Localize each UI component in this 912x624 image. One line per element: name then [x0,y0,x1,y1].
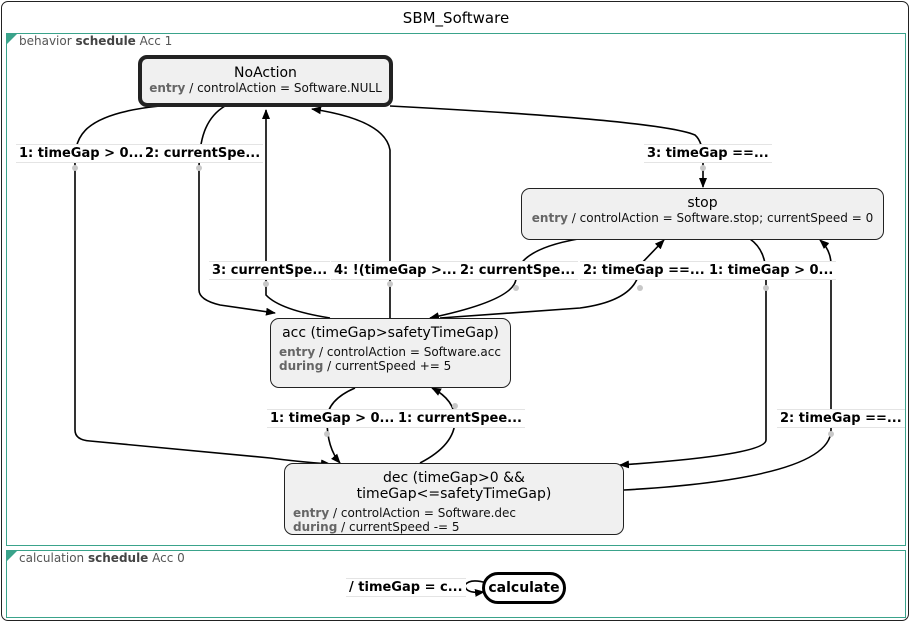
state-name: stop [687,195,718,211]
edge-anchor-dot [387,281,393,287]
edge-noaction-acc [198,105,276,316]
state-name: dec (timeGap>0 && timeGap<=safetyTimeGap… [356,470,552,502]
state-name: acc (timeGap>safetyTimeGap) [282,325,499,341]
edge-anchor-dot [196,165,202,171]
state-stop[interactable]: stop entry / controlAction = Software.st… [521,188,884,240]
edge-stop-dec [619,238,767,469]
diagram-title: SBM_Software [402,9,510,27]
state-entry-action: entry / controlAction = Software.stop; c… [531,211,874,225]
edge-acc-stop [439,239,665,319]
transition-label[interactable]: 2: timeGap ==... [777,409,905,428]
transition-label[interactable]: 1: currentSpee... [395,409,525,428]
transition-label[interactable]: 3: currentSpe... [209,261,331,280]
state-entry-action: entry / controlAction = Software.NULL [149,81,382,95]
state-dec[interactable]: dec (timeGap>0 && timeGap<=safetyTimeGap… [284,463,624,535]
transition-label[interactable]: 1: timeGap > 0... [267,409,398,428]
state-during-action: during / currentSpeed -= 5 [293,520,460,534]
edge-anchor-dot [324,431,330,437]
edge-anchor-dot [263,281,269,287]
state-noaction[interactable]: NoAction entry / controlAction = Softwar… [138,55,393,107]
edge-anchor-dot [72,165,78,171]
edge-anchor-dot [452,403,458,409]
transition-label[interactable]: / timeGap = c... [346,578,466,597]
behavior-region-label: behavior schedule Acc 1 [19,34,173,48]
calculation-region: calculation schedule Acc 0 [6,550,906,618]
collapse-triangle-icon[interactable] [7,551,17,561]
state-during-action: during / currentSpeed += 5 [279,359,452,373]
edge-anchor-dot [513,285,519,291]
state-acc[interactable]: acc (timeGap>safetyTimeGap) entry / cont… [270,318,511,388]
edge-anchor-dot [700,165,706,171]
state-entry-action: entry / controlAction = Software.dec [293,506,517,520]
transition-label[interactable]: 2: timeGap ==... [580,261,708,280]
state-calculate[interactable]: calculate [482,572,566,604]
edge-anchor-dot [828,431,834,437]
transition-label[interactable]: 1: timeGap > 0... [16,144,147,163]
behavior-region: behavior schedule Acc 1 [6,33,906,546]
transition-label[interactable]: 1: timeGap > 0... [706,261,837,280]
state-entry-action: entry / controlAction = Software.acc [279,345,501,359]
edge-acc-noaction-4 [311,106,391,318]
edge-dec-stop [623,239,832,491]
edge-anchor-dot [637,285,643,291]
calculation-region-label: calculation schedule Acc 0 [19,551,185,565]
transition-label[interactable]: 2: currentSpe... [457,261,579,280]
transition-label[interactable]: 3: timeGap ==... [644,144,772,163]
collapse-triangle-icon[interactable] [7,34,17,44]
transition-label[interactable]: 4: !(timeGap >... [331,261,460,280]
transition-label[interactable]: 2: currentSpe... [142,144,264,163]
edge-anchor-dot [763,285,769,291]
edge-acc-noaction-3 [262,109,331,319]
edge-noaction-dec [74,105,331,468]
state-name: NoAction [234,65,297,81]
